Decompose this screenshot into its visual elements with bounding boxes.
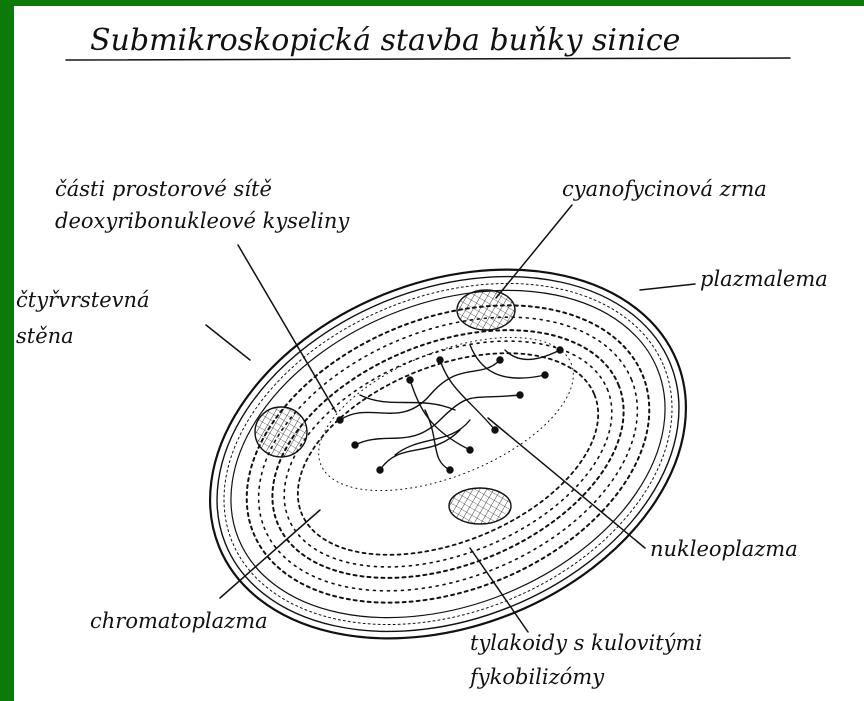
cyanophycin-granule xyxy=(457,290,515,330)
label-dna-line2: deoxyribonukleové kyseliny xyxy=(55,209,350,233)
label-plasmalemma: plazmalema xyxy=(700,267,828,291)
label-thylakoid-line1: tylakoidy s kulovitými xyxy=(470,631,702,655)
label-wall-line1: čtyřvrstevná xyxy=(16,288,150,312)
label-nucleoplasm: nukleoplazma xyxy=(650,537,798,561)
title-underline xyxy=(66,58,790,60)
cyanophycin-granule xyxy=(449,488,511,524)
label-chromatoplasm: chromatoplazma xyxy=(90,609,268,633)
label-dna-line1: části prostorové sítě xyxy=(55,177,272,201)
dna-network xyxy=(337,345,563,473)
cyanophycin-granule xyxy=(255,407,307,457)
label-wall-line2: stěna xyxy=(16,324,74,348)
label-cyanophycin: cyanofycinová zrna xyxy=(562,177,767,201)
diagram-title: Submikroskopická stavba buňky sinice xyxy=(90,23,680,58)
label-thylakoid-line2: fykobilizómy xyxy=(468,665,605,689)
